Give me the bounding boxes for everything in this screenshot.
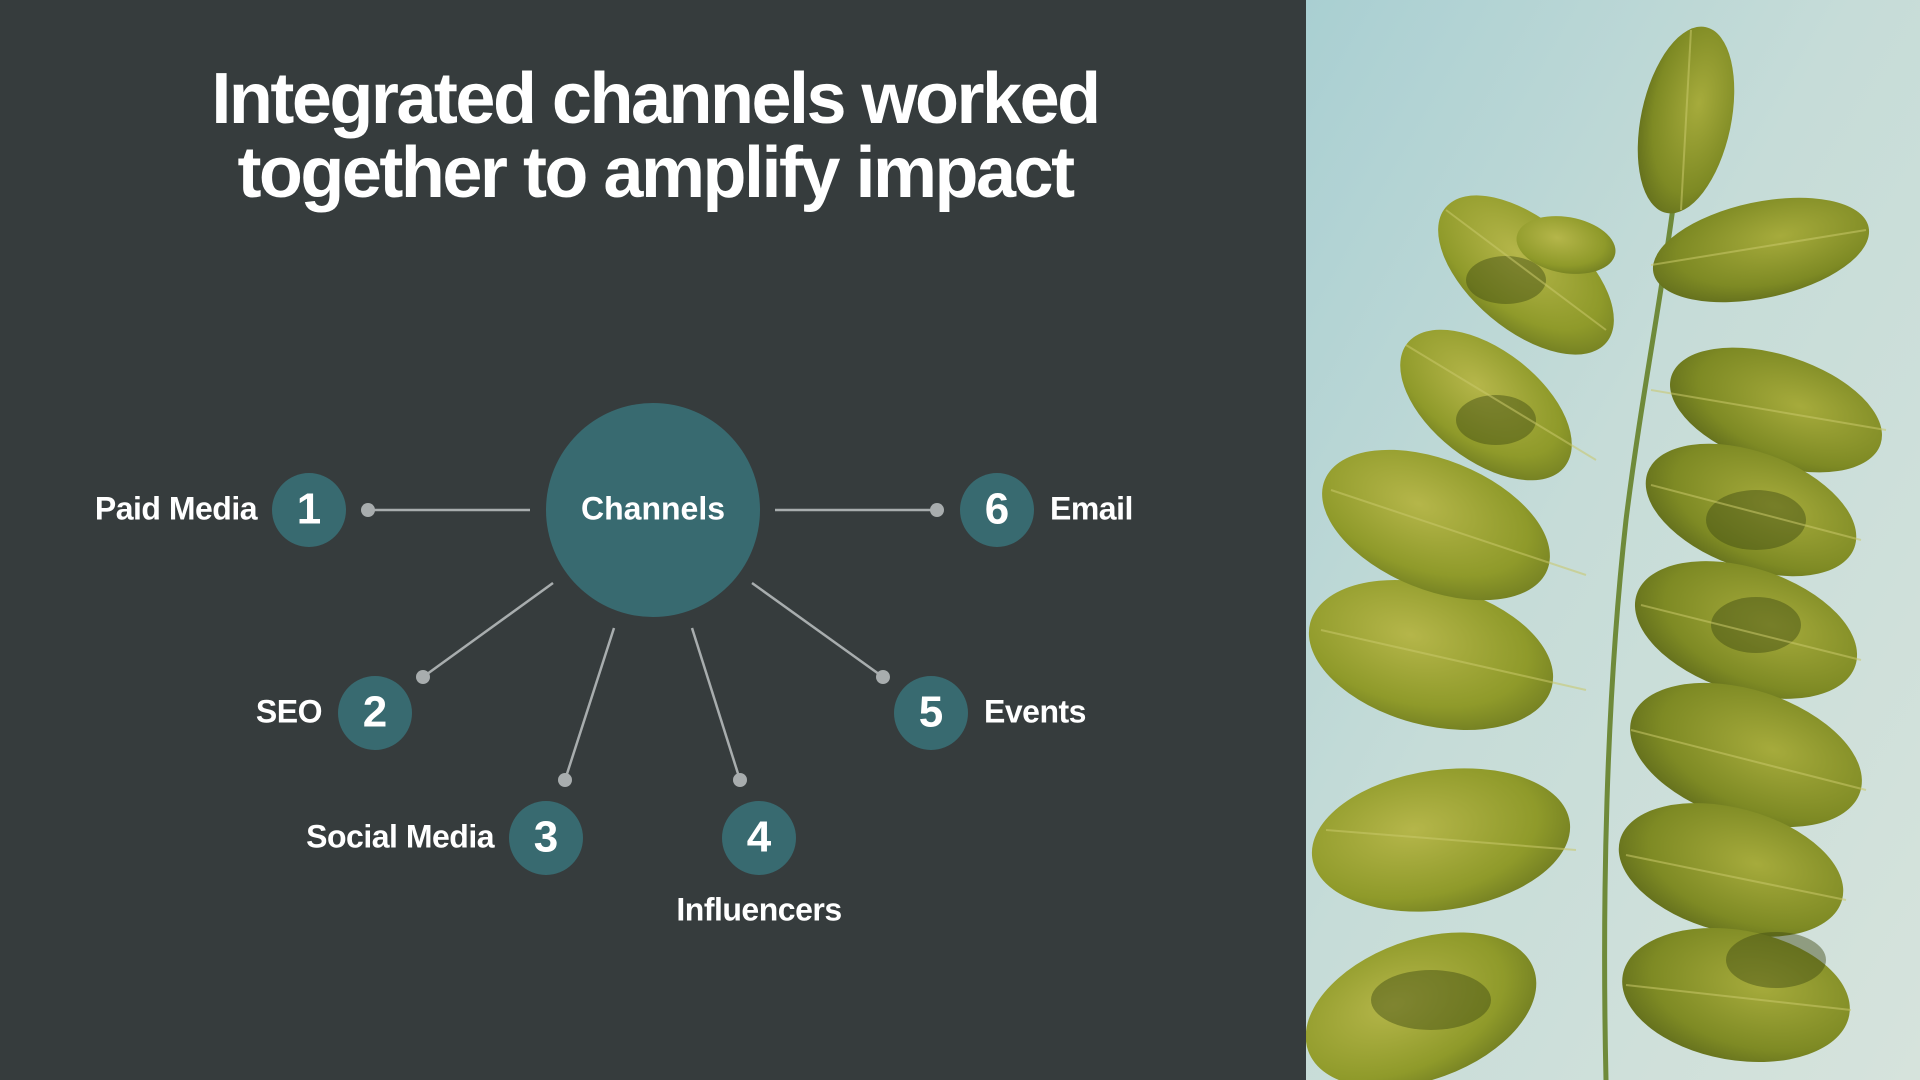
node-number-5: 5 [919, 688, 943, 737]
node-paid-media: 1 Paid Media [95, 473, 346, 547]
node-circle-4 [722, 801, 796, 875]
leaf-illustration [1306, 0, 1920, 1080]
node-social-media: 3 Social Media [306, 801, 583, 875]
node-label-3: Social Media [306, 818, 495, 854]
node-circle-1 [272, 473, 346, 547]
node-circle-3 [509, 801, 583, 875]
connector-dot-1 [361, 503, 375, 517]
connector-3 [563, 627, 616, 781]
node-circle-2 [338, 676, 412, 750]
node-seo: 2 SEO [256, 676, 412, 750]
node-email: 6 Email [960, 473, 1133, 547]
leaf-photo [1306, 0, 1920, 1080]
connector-dot-5 [876, 670, 890, 684]
connectors [361, 503, 944, 787]
node-label-2: SEO [256, 693, 322, 729]
connector-4 [690, 627, 742, 781]
connector-dot-3 [558, 773, 572, 787]
node-number-2: 2 [363, 688, 387, 737]
node-number-6: 6 [985, 485, 1009, 534]
node-events: 5 Events [894, 676, 1086, 750]
node-circle-5 [894, 676, 968, 750]
connector-dot-2 [416, 670, 430, 684]
connector-dot-4 [733, 773, 747, 787]
node-label-6: Email [1050, 490, 1133, 526]
node-number-4: 4 [747, 813, 772, 862]
title-line-2: together to amplify impact [237, 133, 1075, 213]
connector-2 [422, 581, 554, 679]
hub-circle [546, 403, 760, 617]
node-circle-6 [960, 473, 1034, 547]
node-label-4: Influencers [676, 891, 841, 927]
node-number-3: 3 [534, 813, 558, 862]
hub-label: Channels [581, 490, 725, 526]
channels-hub-diagram: Channels 1 Paid Media 2 SEO 3 Social Med… [95, 403, 1133, 927]
connector-5 [751, 581, 884, 679]
node-influencers: 4 Influencers [676, 801, 842, 927]
node-number-1: 1 [297, 485, 321, 534]
node-label-5: Events [984, 693, 1086, 729]
hub: Channels [546, 403, 760, 617]
node-label-1: Paid Media [95, 490, 258, 526]
connector-dot-6 [930, 503, 944, 517]
title-line-1: Integrated channels worked [211, 59, 1101, 139]
slide-title: Integrated channels worked together to a… [80, 62, 1230, 210]
